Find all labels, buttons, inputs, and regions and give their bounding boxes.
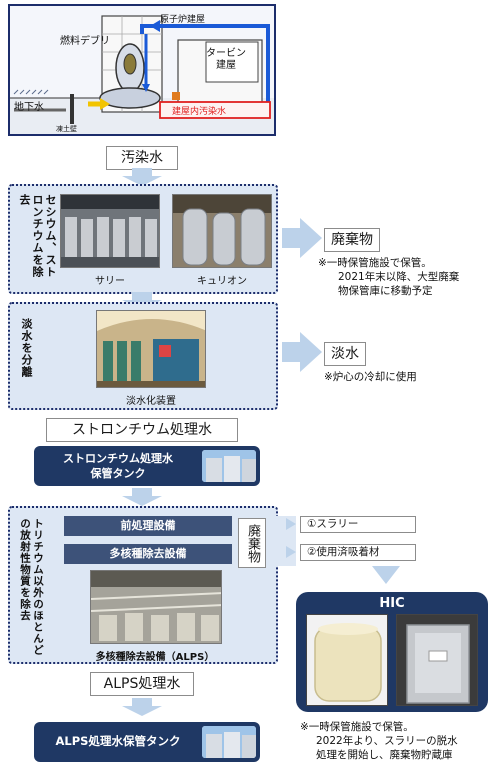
cesium-strontium-removal-title: セシウム、ストロンチウムを除去: [18, 194, 57, 278]
alps-treated-water-label: ALPS処理水: [90, 672, 194, 696]
strontium-water-tank-box: ストロンチウム処理水 保管タンク: [34, 446, 260, 486]
waste-note-line2: 2021年末以降、大型廃棄: [338, 271, 460, 283]
hic-container-photo-1: [306, 614, 388, 706]
kurion-photo: [172, 194, 272, 268]
turbine-building-label: タービン 建屋: [206, 48, 246, 71]
flow-arrow-to-fresh-water: [282, 332, 322, 372]
alps-removal-panel: トリチウム以外のほとんどの放射性物質を除去 前処理設備 多核種除去設備 多核種除…: [8, 506, 278, 664]
hic-panel: HIC: [296, 592, 488, 712]
flow-arrow-1: [122, 168, 162, 186]
alps-caption: 多核種除去設備（ALPS）: [95, 652, 215, 663]
groundwater-label: 地下水: [14, 102, 44, 113]
alps-water-tank-box: ALPS処理水保管タンク: [34, 722, 260, 762]
reactor-building-diagram: 原子炉建屋 燃料デブリ タービン 建屋 地下水 凍土壁 建屋内汚染水: [8, 4, 276, 136]
alps-tank-image: [202, 726, 256, 758]
fresh-water-title: 淡水: [324, 342, 366, 366]
flow-arrow-4: [122, 698, 162, 716]
waste-title: 廃棄物: [324, 228, 380, 252]
pretreatment-equipment: 前処理設備: [64, 516, 232, 536]
arrow-to-adsorbent: [286, 546, 296, 558]
multi-nuclide-removal-equipment: 多核種除去設備: [64, 544, 232, 564]
fuel-debris-label: 燃料デブリ: [60, 36, 110, 47]
impermeable-wall-label: 凍土壁: [56, 125, 77, 133]
hic-note-line1: ※一時保管施設で保管。: [300, 721, 414, 733]
hic-title: HIC: [379, 596, 405, 611]
waste-note-line1: ※一時保管施設で保管。: [318, 257, 432, 269]
cesium-strontium-removal-panel: セシウム、ストロンチウムを除去 サリー キュリオン: [8, 184, 278, 294]
alps-removal-title: トリチウム以外のほとんどの放射性物質を除去: [19, 518, 44, 656]
hic-note-line2: 2022年より、スラリーの脱水: [316, 735, 458, 747]
waste-item-used-adsorbent: ②使用済吸着材: [300, 544, 416, 561]
strontium-tank-line2: 保管タンク: [90, 467, 146, 480]
kurion-caption: キュリオン: [197, 276, 247, 287]
strontium-tank-image: [202, 450, 256, 482]
waste-item-slurry: ①スラリー: [300, 516, 416, 533]
flow-arrow-3: [122, 488, 162, 506]
sarry-caption: サリー: [95, 276, 125, 287]
waste-side-label: 廃棄物: [238, 518, 266, 568]
sarry-photo: [60, 194, 160, 268]
contaminated-water-label: 汚染水: [106, 146, 178, 170]
strontium-treated-water-label: ストロンチウム処理水: [46, 418, 238, 442]
fresh-water-note: ※炉心の冷却に使用: [324, 371, 417, 383]
hic-note-line3: 処理を開始し、廃棄物貯蔵庫: [316, 749, 453, 761]
strontium-tank-line1: ストロンチウム処理水: [63, 452, 173, 465]
hic-container-photo-2: [396, 614, 478, 706]
flow-arrow-to-hic: [372, 566, 400, 584]
arrow-to-slurry: [286, 518, 296, 530]
desalination-caption: 淡水化装置: [126, 396, 176, 407]
reactor-building-label: 原子炉建屋: [160, 15, 206, 25]
desalination-title: 淡水を分離: [20, 318, 33, 378]
reactor-schematic-drawing: [10, 15, 274, 134]
contaminated-water-in-building-label: 建屋内汚染水: [172, 107, 227, 117]
flow-arrow-to-waste: [282, 218, 322, 258]
alps-tank-label: ALPS処理水保管タンク: [55, 734, 181, 748]
alps-photo: [90, 570, 222, 644]
desalination-photo: [96, 310, 206, 388]
desalination-panel: 淡水を分離 淡水化装置: [8, 302, 278, 410]
waste-note-line3: 物保管庫に移動予定: [338, 285, 433, 297]
